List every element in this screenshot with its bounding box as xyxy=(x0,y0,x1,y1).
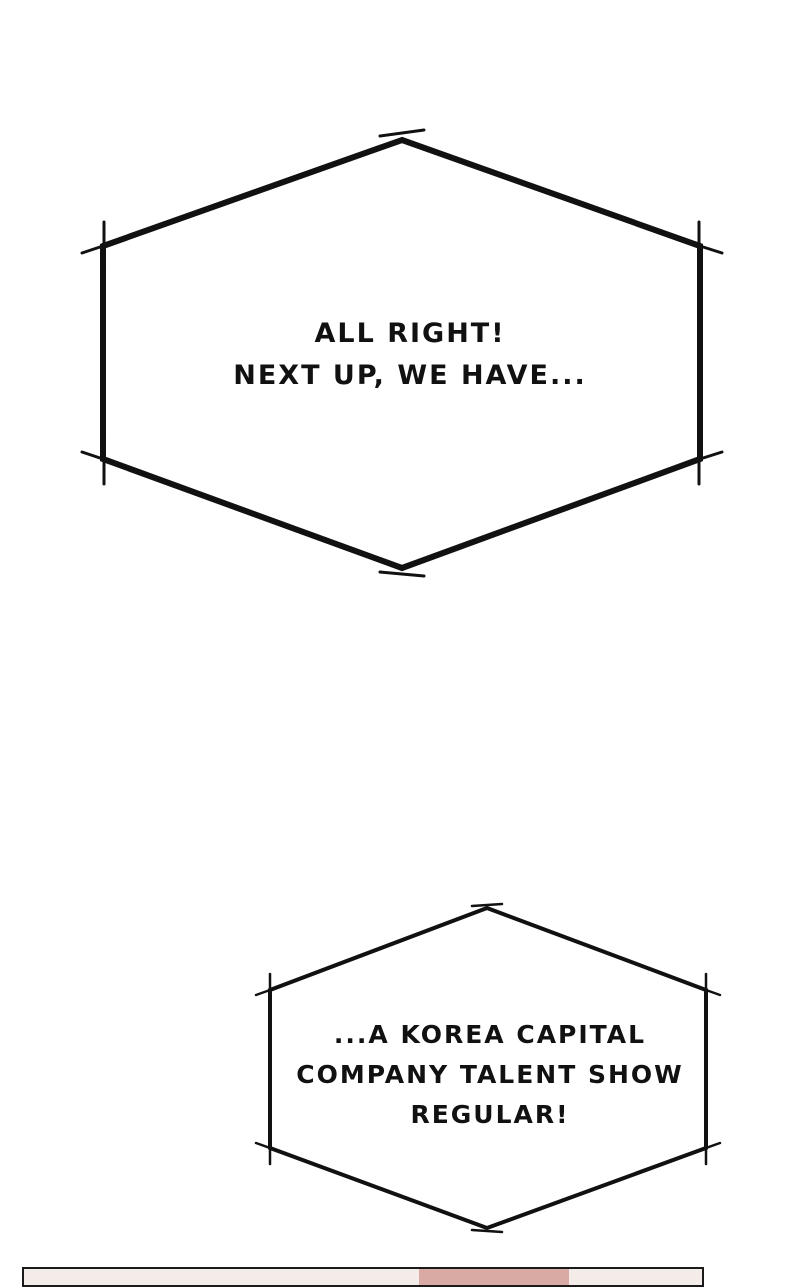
speech-line: ...A KOREA CAPITAL xyxy=(333,1020,647,1049)
speech-line: NEXT UP, WE HAVE... xyxy=(233,360,587,391)
speech-line: REGULAR! xyxy=(410,1100,570,1129)
speech-bubble-2-text: ...A KOREA CAPITAL COMPANY TALENT SHOW R… xyxy=(290,1010,690,1140)
panel-figure xyxy=(419,1269,569,1285)
next-comic-panel xyxy=(22,1267,704,1287)
speech-bubble-1: ALL RIGHT! NEXT UP, WE HAVE... xyxy=(0,0,800,600)
speech-line: ALL RIGHT! xyxy=(314,318,506,349)
speech-line: COMPANY TALENT SHOW xyxy=(296,1060,684,1089)
speech-bubble-1-text: ALL RIGHT! NEXT UP, WE HAVE... xyxy=(180,300,640,410)
hexagon-outline-1 xyxy=(80,128,724,578)
